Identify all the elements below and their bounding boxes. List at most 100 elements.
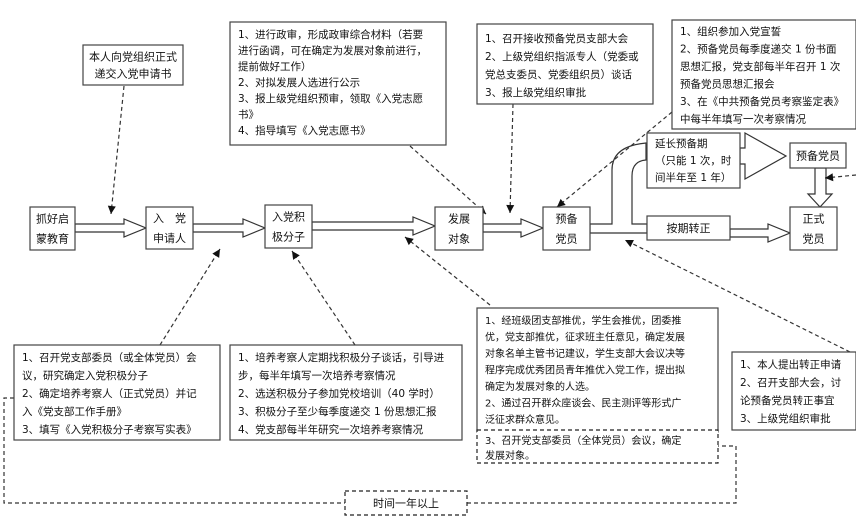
stage-full-member-line: 正式 xyxy=(803,213,825,226)
stage-full-member-line: 党员 xyxy=(803,233,825,246)
pointer-probation-tasks-arrowhead xyxy=(557,198,566,207)
note-probation-tasks-line: 3、在《中共预备党员考察鉴定表》 xyxy=(680,95,844,108)
connectors xyxy=(3,85,856,504)
arrow-probation-to-full xyxy=(806,167,834,208)
note-development-prep-line: 进行函调，可在确定为发展对象前进行， xyxy=(238,44,427,57)
note-full-membership-line: 3、上级党组织审批 xyxy=(740,412,831,425)
stage-applicant xyxy=(145,206,194,250)
note-admission-line: 2、上级党组织指派专人（党委或 xyxy=(485,50,639,63)
note-development-prep-line: 4、指导填写《入党志愿书》 xyxy=(238,124,371,137)
note-admission-line: 1、召开接收预备党员支部大会 xyxy=(485,32,629,45)
note-development-prep-line: 书》 xyxy=(238,109,259,121)
timeline-label-box xyxy=(344,490,468,516)
timeline-right xyxy=(467,445,737,504)
probation-box xyxy=(789,142,847,169)
note-probation-tasks-line: 预备党员思想汇报会 xyxy=(680,78,775,91)
stage-probationary-member-line: 党员 xyxy=(556,233,578,246)
extend-probation-box xyxy=(646,132,741,189)
note-candidate-confirm-line: 发展对象。 xyxy=(485,449,535,462)
stage-enlightenment-education-line: 蒙教育 xyxy=(36,232,69,246)
note-candidate-confirm xyxy=(476,429,719,464)
note-candidate-selection xyxy=(476,307,719,433)
note-full-membership-line: 2、召开支部大会，讨 xyxy=(740,376,842,389)
note-activist-training-line: 步，每半年填写一次培养考察情况 xyxy=(238,369,396,382)
note-apply xyxy=(82,44,184,86)
note-probation-tasks xyxy=(671,19,856,130)
arrow-to-full-member xyxy=(729,223,792,243)
pointer-activist-selection-arrowhead xyxy=(212,249,220,258)
note-activist-selection-line: 1、召开党支部委员（或全体党员）会 xyxy=(22,351,197,364)
pointer-activist-selection xyxy=(159,248,221,346)
note-admission xyxy=(476,23,654,105)
note-activist-selection-line: 入《党支部工作手册》 xyxy=(22,405,127,418)
note-probation-tasks-line: 2、预备党员每季度递交 1 份书面 xyxy=(680,43,837,56)
note-development-prep-line: 1、进行政审，形成政审综合材料（若要 xyxy=(238,28,423,41)
note-candidate-confirm-line: 3、召开党支部委员（全体党员）会议，确定 xyxy=(485,434,681,447)
note-candidate-selection-line: 泛征求群众意见。 xyxy=(485,413,565,426)
note-activist-training-line: 2、选送积极分子参加党校培训（40 学时） xyxy=(238,387,440,400)
pointer-activist-training-arrowhead xyxy=(292,251,300,260)
stage-development-candidate xyxy=(434,206,484,251)
probation-box-line: 预备党员 xyxy=(796,149,840,163)
pointer-development-prep xyxy=(409,145,487,215)
stage-probationary-member xyxy=(542,206,591,251)
pointer-right-edge-arrowhead xyxy=(825,173,834,182)
stage-activist-line: 入党积 xyxy=(272,211,305,224)
note-admission-line: 党总支委员、党委组织员）谈话 xyxy=(485,68,632,81)
note-probation-tasks-line: 思想汇报，党支部每半年召开 1 次 xyxy=(680,60,841,73)
stage-development-candidate-line: 对象 xyxy=(448,232,470,246)
note-candidate-selection-line: 1、经班级团支部推优，学生会推优，团委推 xyxy=(485,314,681,327)
note-activist-selection xyxy=(13,344,221,441)
note-development-prep-line: 提前做好工作） xyxy=(238,60,312,73)
note-apply-line: 本人向党组织正式 xyxy=(89,50,177,64)
arrow-to-applicant xyxy=(74,218,148,238)
note-full-membership xyxy=(731,351,856,431)
arrow-to-candidate xyxy=(311,216,437,236)
pointer-candidate-selection-arrowhead xyxy=(405,237,414,246)
on-time-conversion-box xyxy=(646,215,731,241)
stage-probationary-member-line: 预备 xyxy=(556,212,578,226)
stage-development-candidate-line: 发展 xyxy=(448,212,470,226)
arrow-to-activist xyxy=(192,218,267,238)
note-activist-training-line: 3、积极分子至少每季度递交 1 份思想汇报 xyxy=(238,405,437,418)
stage-full-member xyxy=(789,206,838,251)
stage-activist-line: 极分子 xyxy=(272,230,305,244)
note-development-prep-line: 2、对拟发展人选进行公示 xyxy=(238,76,360,89)
pointer-apply-arrowhead xyxy=(107,205,116,214)
note-development-prep xyxy=(229,21,447,146)
extend-probation-box-line: 间半年至 1 年） xyxy=(655,171,731,184)
timeline-label: 时间一年以上 xyxy=(373,496,439,510)
note-activist-training-line: 4、党支部每半年研究一次培养考察情况 xyxy=(238,423,424,436)
note-development-prep-line: 3、报上级党组织预审，领取《入党志愿 xyxy=(238,92,423,105)
pointer-admission xyxy=(509,103,514,214)
note-activist-training-line: 1、培养考察人定期找积极分子谈话，引导进 xyxy=(238,351,445,364)
note-probation-tasks-line: 1、组织参加入党宣誓 xyxy=(680,25,781,38)
note-candidate-selection-line: 2、通过召开群众座谈会、民主测评等形式广 xyxy=(485,397,681,410)
arrow-extend-to-probation xyxy=(739,131,788,181)
note-candidate-selection-line: 确定为发展对象的人选。 xyxy=(485,380,595,393)
extend-probation-box-line: （只能 1 次，时 xyxy=(655,154,732,167)
pointer-admission-arrowhead xyxy=(506,204,515,213)
note-candidate-selection-line: 对象名单主管书记建议，学生支部大会议决等 xyxy=(485,347,685,360)
note-apply-line: 递交入党申请书 xyxy=(95,67,172,81)
stage-enlightenment-education-line: 抓好启 xyxy=(36,212,69,226)
arrow-to-probationary xyxy=(482,218,545,238)
stage-applicant-line: 申请人 xyxy=(153,232,186,245)
note-activist-selection-line: 2、确定培养考察人（正式党员）并记 xyxy=(22,387,197,400)
note-full-membership-line: 论预备党员转正事宜 xyxy=(740,394,835,407)
note-admission-line: 3、报上级党组织审批 xyxy=(485,86,587,99)
note-full-membership-line: 1、本人提出转正申请 xyxy=(740,358,842,371)
pointer-activist-training xyxy=(291,250,356,346)
pointer-right-edge xyxy=(824,174,856,179)
stage-activist xyxy=(264,204,313,249)
note-candidate-selection-line: 程序完成优秀团员青年推优入党工作，提出拟 xyxy=(485,364,685,377)
pointer-probation-tasks xyxy=(556,111,673,208)
note-activist-selection-line: 3、填写《入党积极分子考察写实表》 xyxy=(22,423,197,436)
stage-enlightenment-education xyxy=(29,206,76,251)
on-time-conversion-box-line: 按期转正 xyxy=(667,221,711,235)
pointer-apply xyxy=(110,85,125,215)
pointer-full-membership-arrowhead xyxy=(625,239,634,248)
note-candidate-selection-line: 优，党支部推优，征求班主任意见，确定发展 xyxy=(485,331,685,344)
extend-probation-box-line: 延长预备期 xyxy=(655,137,708,150)
